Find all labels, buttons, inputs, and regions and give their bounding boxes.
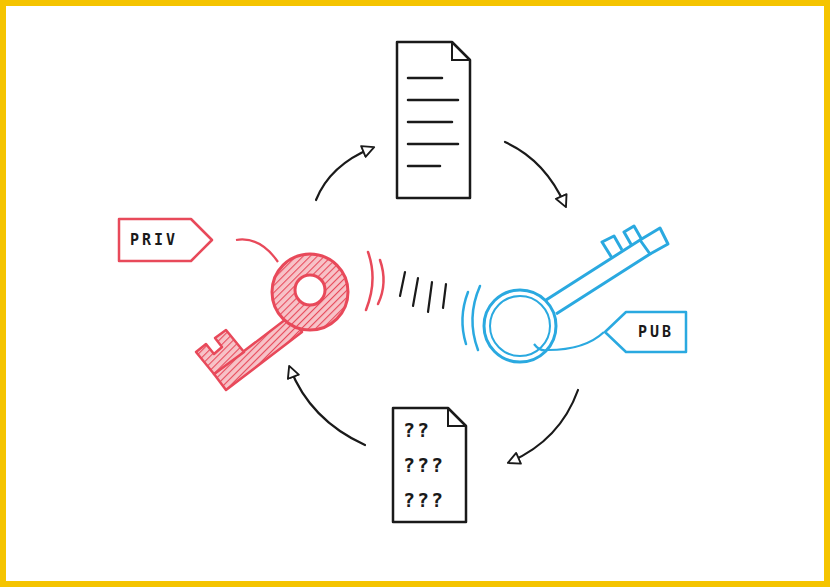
cipher-symbols: ??? (403, 455, 445, 475)
public-key-tag: PUB (604, 311, 687, 353)
private-key (196, 254, 348, 390)
tag-label: PUB (638, 323, 674, 341)
tag-label: PRIV (130, 231, 178, 249)
tag-string (534, 332, 604, 350)
encrypted-document (393, 408, 466, 522)
plain-document (397, 42, 470, 198)
cipher-symbols: ?? (403, 420, 431, 440)
frame (3, 3, 827, 584)
private-key-tag: PRIV (118, 218, 213, 262)
cipher-symbols: ??? (403, 490, 445, 510)
tag-string (236, 239, 278, 262)
key-pair-waves (366, 252, 480, 350)
